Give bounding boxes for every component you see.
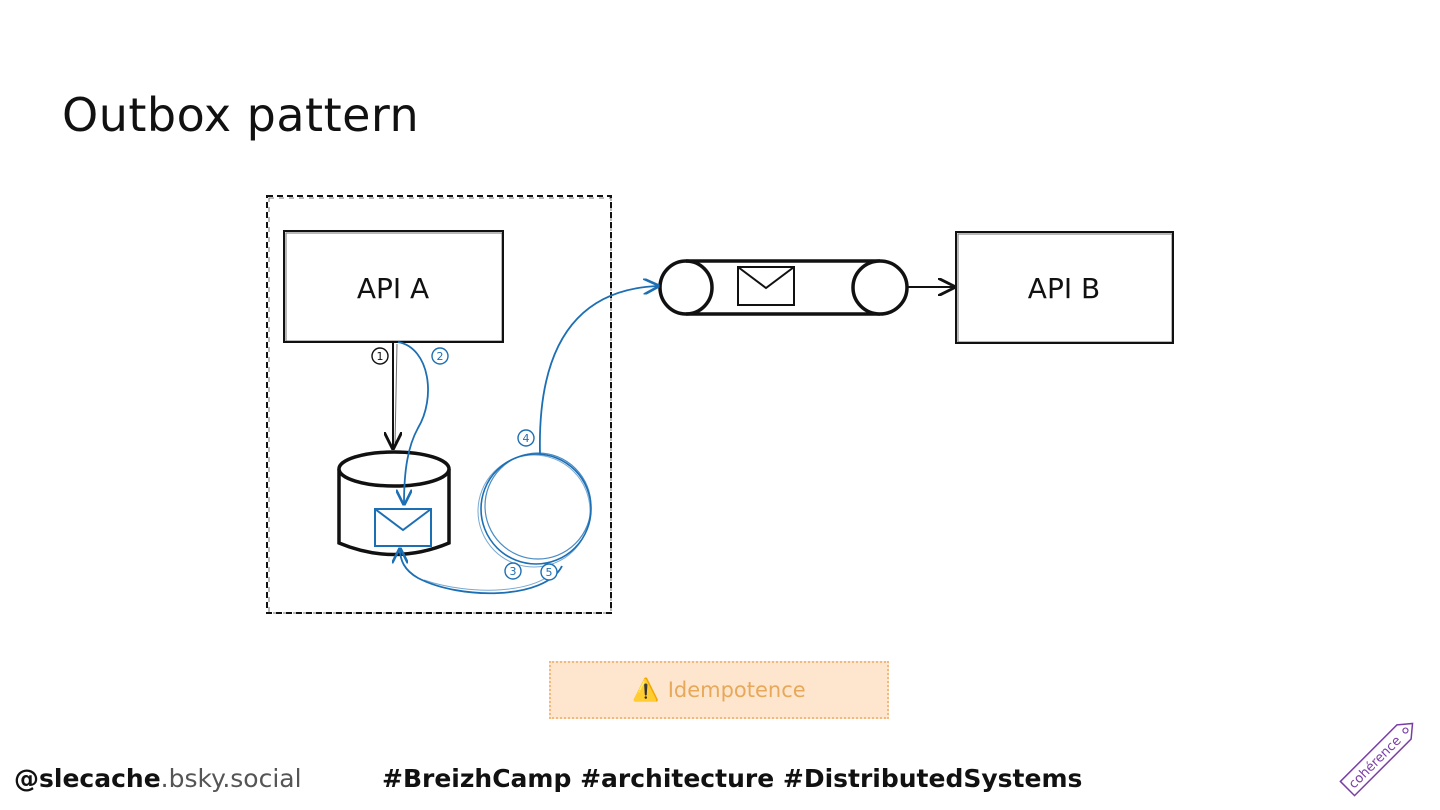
api-a-label: API A	[357, 272, 429, 305]
api-b-box: API B	[955, 231, 1174, 344]
author-handle: @slecache.bsky.social	[14, 764, 302, 793]
step-badge-1: 1	[371, 347, 389, 365]
envelope-icon-queue	[737, 266, 795, 306]
svg-text:4: 4	[523, 432, 530, 445]
transaction-boundary	[266, 195, 612, 614]
callout-text: Idempotence	[667, 678, 806, 702]
step-badge-4: 4	[517, 429, 535, 447]
envelope-icon-db	[374, 508, 432, 547]
step-badge-2: 2	[431, 347, 449, 365]
svg-text:2: 2	[437, 350, 444, 363]
arrow-step-4	[539, 286, 658, 455]
svg-text:1: 1	[377, 350, 384, 363]
handle-domain: .bsky.social	[160, 764, 302, 793]
api-b-label: API B	[1028, 272, 1100, 305]
idempotence-callout: ⚠️ Idempotence	[549, 661, 889, 719]
step-badge-5: 5	[540, 563, 558, 581]
handle-name: @slecache	[14, 764, 161, 793]
step-badge-3: 3	[504, 562, 522, 580]
svg-text:3: 3	[510, 565, 517, 578]
warning-icon: ⚠️	[632, 677, 660, 703]
arrow-step-3-5	[400, 549, 563, 595]
slide-title: Outbox pattern	[62, 88, 420, 142]
arrow-step-2	[398, 341, 429, 504]
api-a-box: API A	[283, 230, 504, 343]
coherence-logo: cohérence	[1339, 722, 1414, 797]
svg-text:5: 5	[546, 566, 553, 579]
logo-text: cohérence	[1346, 733, 1405, 792]
message-queue-icon	[658, 259, 909, 316]
relay-process-circle	[477, 452, 592, 568]
hashtags: #BreizhCamp #architecture #DistributedSy…	[382, 764, 1083, 793]
